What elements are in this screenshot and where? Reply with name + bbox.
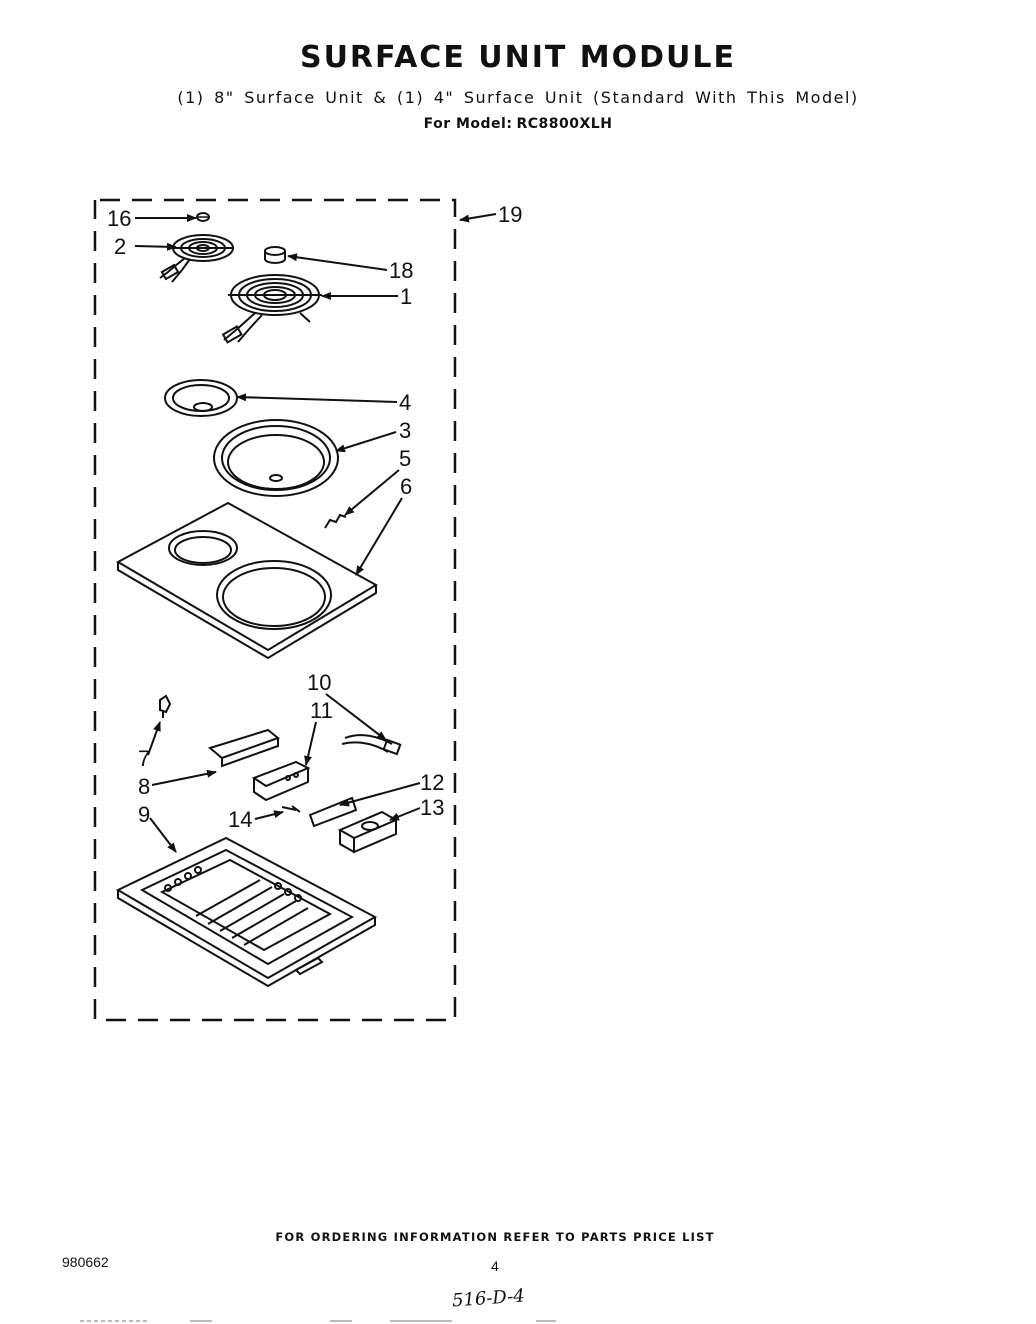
callout-5: 5 [399, 446, 411, 471]
part-10-wire-harness [341, 734, 402, 756]
part-4-small-drip-bowl [164, 379, 238, 417]
model-number: RC8800XLH [516, 116, 613, 132]
ordering-info-footer: FOR ORDERING INFORMATION REFER TO PARTS … [275, 1230, 715, 1244]
callout-6: 6 [400, 474, 412, 499]
part-11-terminal-block [251, 760, 311, 802]
callout-3: 3 [399, 418, 411, 443]
leader-lines [134, 213, 497, 853]
callout-14: 14 [228, 807, 252, 832]
part-18-cap [264, 246, 286, 264]
part-5-clip [324, 513, 347, 529]
part-13-switch-bracket [337, 810, 399, 854]
part-8-bracket [207, 728, 281, 768]
callout-18: 18 [389, 258, 413, 283]
page-title: SURFACE UNIT MODULE [299, 40, 737, 75]
model-line: For Model:RC8800XLH [0, 116, 1036, 132]
part-16-knob [196, 212, 210, 222]
part-6-cooktop-panel [115, 501, 378, 660]
callout-13: 13 [420, 795, 444, 820]
callout-8: 8 [138, 774, 150, 799]
callout-4: 4 [399, 390, 411, 415]
assembly-boundary [93, 198, 457, 1022]
model-label: For Model: [423, 116, 513, 132]
page-number: 4 [491, 1258, 499, 1274]
callout-2: 2 [114, 234, 126, 259]
callout-10: 10 [307, 670, 331, 695]
part-9-base-pan [115, 836, 378, 988]
callout-12: 12 [420, 770, 444, 795]
part-3-large-drip-bowl [213, 419, 339, 497]
callout-9: 9 [138, 802, 150, 827]
part-2-small-surface-unit [159, 234, 234, 283]
part-1-large-surface-unit [221, 274, 322, 344]
part-7-screw [159, 694, 172, 718]
page-subtitle: (1) 8" Surface Unit & (1) 4" Surface Uni… [177, 88, 859, 107]
callout-16: 16 [107, 206, 131, 231]
part-12-insulation [308, 796, 358, 828]
callout-7: 7 [138, 746, 150, 771]
document-number: 980662 [62, 1254, 109, 1270]
callout-19: 19 [498, 202, 522, 227]
callout-11: 11 [310, 698, 333, 723]
part-14-connector [281, 805, 301, 813]
callout-1: 1 [400, 284, 412, 309]
